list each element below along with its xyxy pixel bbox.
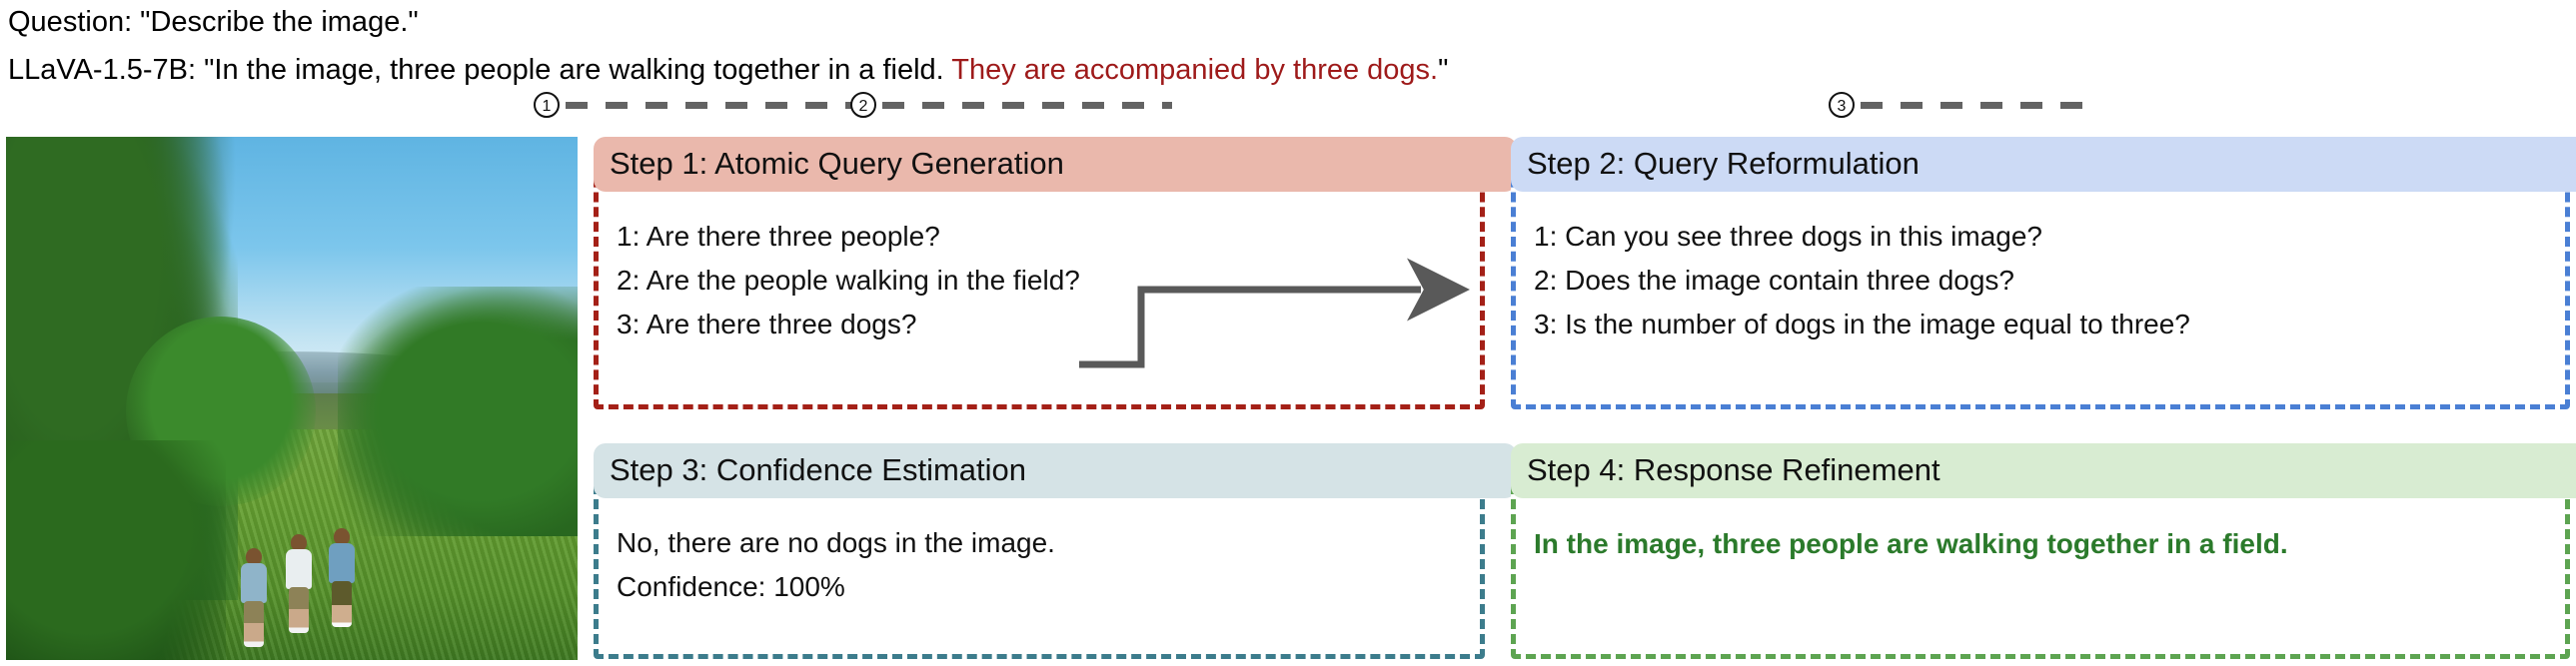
step-4-title: Step 4: Response Refinement (1511, 443, 2576, 498)
answer-hallucination-text: They are accompanied by three dogs. (951, 54, 1439, 86)
answer-prefix-text: LLaVA-1.5-7B: "In the image, three peopl… (8, 54, 952, 86)
question-line: Question: "Describe the image." (8, 6, 419, 38)
connector-dash-3 (1861, 102, 2090, 109)
step-3-title: Step 3: Confidence Estimation (594, 443, 1517, 498)
step-1-body: 1: Are there three people? 2: Are the pe… (599, 215, 1480, 346)
step-1-line-2: 2: Are the people walking in the field? (617, 265, 1080, 296)
person-2-torso (286, 549, 312, 589)
step-4-body: In the image, three people are walking t… (1516, 521, 2565, 567)
person-1-torso (241, 563, 267, 603)
flow-arrow-step1-to-step2 (1079, 258, 1470, 368)
model-answer-line: LLaVA-1.5-7B: "In the image, three peopl… (8, 50, 2566, 90)
step-3-line-2: Confidence: 100% (617, 571, 845, 602)
person-1-legs (244, 601, 264, 647)
input-image (6, 137, 578, 660)
step-4-card: Step 4: Response Refinement In the image… (1511, 443, 2576, 659)
tree-right (338, 287, 578, 536)
connector-dash-1 (566, 102, 855, 109)
step-1-title: Step 1: Atomic Query Generation (594, 137, 1517, 192)
person-2-head (291, 534, 307, 551)
connector-dash-2 (882, 102, 1172, 109)
person-3-head (334, 528, 350, 545)
step-1-card: Step 1: Atomic Query Generation 1: Are t… (594, 137, 1517, 409)
step-2-line-1: 1: Can you see three dogs in this image? (1534, 221, 2042, 252)
connector-marker-2: 2 (850, 92, 876, 118)
step-2-body: 1: Can you see three dogs in this image?… (1516, 215, 2565, 346)
step-2-line-2: 2: Does the image contain three dogs? (1534, 265, 2014, 296)
step-1-line-1: 1: Are there three people? (617, 221, 940, 252)
person-1-head (246, 548, 262, 565)
arrow-path (1079, 258, 1470, 368)
connector-marker-1: 1 (534, 92, 560, 118)
step-4-line-1: In the image, three people are walking t… (1534, 528, 2288, 559)
answer-suffix-quote: " (1438, 54, 1449, 86)
step-2-title: Step 2: Query Reformulation (1511, 137, 2576, 192)
person-3-legs (332, 581, 352, 627)
step-1-line-3: 3: Are there three dogs? (617, 309, 917, 339)
step-3-body: No, there are no dogs in the image. Conf… (599, 521, 1480, 609)
connector-marker-3: 3 (1829, 92, 1855, 118)
step-2-line-3: 3: Is the number of dogs in the image eq… (1534, 309, 2190, 339)
connector-rail: 1 2 3 (0, 92, 2576, 128)
step-2-card: Step 2: Query Reformulation 1: Can you s… (1511, 137, 2576, 409)
step-3-card: Step 3: Confidence Estimation No, there … (594, 443, 1517, 659)
step-3-line-1: No, there are no dogs in the image. (617, 527, 1055, 558)
bush-foreground (6, 440, 226, 660)
person-3-torso (329, 543, 355, 583)
qa-block: Question: "Describe the image." LLaVA-1.… (8, 2, 2566, 90)
person-2-legs (289, 587, 309, 633)
